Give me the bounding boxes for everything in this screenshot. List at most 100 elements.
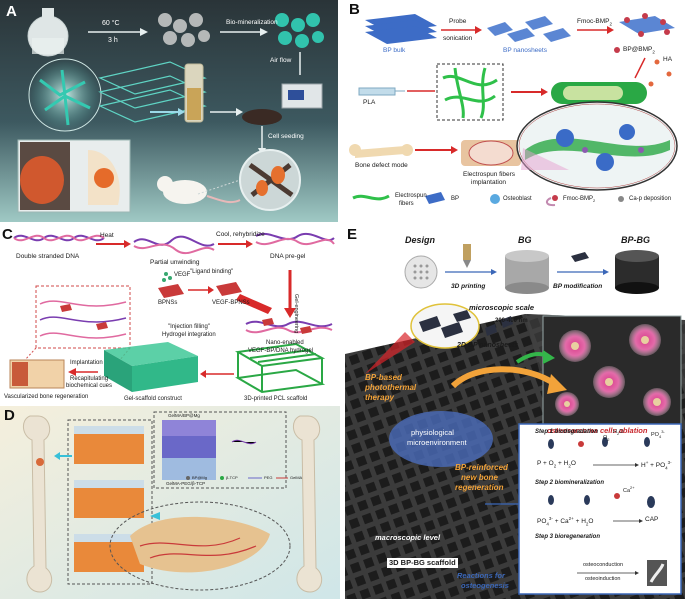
eq1-r2: + PO [648,462,666,470]
eq1-c: O [570,460,576,467]
panel-d: D GelMA/BP@Mg GelMA-PEG/β-TCP BP@Mg β-TC… [0,406,340,599]
recap-label-2: biochemical cues [66,383,113,389]
sonication-label: sonication [443,35,473,42]
gel-scaffold-label: Gel-scaffold construct [124,396,182,402]
legend-bpmg: BP@Mg [192,475,207,480]
reactions-label-1: Reactions for [457,571,505,580]
photothermal-label-1: BP-based [365,373,402,382]
legend-fmoc-sub: 2 [593,198,596,204]
panel-c: C Heat Cool, rehybridize Double stranded… [0,224,340,404]
h2o-text: H [613,429,617,435]
legend-fmoc-text: Fmoc-BMP [563,196,593,202]
recap-label: Recapitulating [70,376,109,382]
bpmod-label: BP modification [553,283,603,290]
nanosheets-label: 2D BP nanosheets [457,342,519,349]
nano-hydrogel-label: VEGF-BP/DNA hydrogel [248,348,314,354]
eq1-s2: 2 [568,463,571,469]
eq1-rs: 4 [665,465,668,471]
eq2-left: PO43- + Ca2+ + H2O [537,516,594,527]
pcl-scaffold-label: 3D-printed PCL scaffold [244,396,308,402]
step3-label: Step 3 bioregeneration [535,534,601,540]
size-label: 200-400 nm [495,318,528,324]
o2-label: O2 [603,435,610,443]
eq1-s1: 2 [553,463,557,469]
temp-label: 60 °C [102,20,120,27]
eq1-left: P + O2 + H2O [537,460,576,469]
bp-bmp-label: BP@BMP2 [623,46,655,55]
bg-label: BG [518,235,532,245]
legend-bp: BP [451,196,460,202]
pla-label: PLA [363,99,376,106]
cell-seeding-label: Cell seeding [268,133,304,140]
photothermal-label-2: photothermal [365,383,417,392]
bpnss-label: BPNSs [158,300,178,306]
legend-tcp: β-TCP [226,475,238,480]
po4-text: PO [651,431,659,438]
ha-label: HA [663,56,673,63]
eq2-a: PO [537,518,547,526]
panel-c-label: C [2,226,13,243]
osteoinduction-label: osteoinduction [585,576,621,582]
eq1-rc: + [645,460,649,465]
panel-b-label: B [349,1,360,18]
panel-b: B BP bulk Probe sonication BP nanosheets… [345,0,685,222]
physio-label-1: physiological [411,428,454,437]
time-label: 3 h [108,37,118,44]
po4-sup: 3- [661,429,665,434]
eq2-s: 4 [546,521,549,527]
gel-engineering-label: Gel-engineering [293,294,299,334]
legend-osteoblast: Osteoblast [503,196,532,202]
legend-peg: PEG [264,475,273,480]
panel-d-artwork [0,406,340,599]
h2o-label: H2O [613,429,624,436]
h2o-text-2: O [619,429,624,435]
eq2-c2: 2+ [568,516,574,521]
ablation-label: osteosarcoma cells ablation [545,426,650,435]
biomineralization-label: Bio-mineralization [226,19,278,26]
unwinding-label: Partial unwinding [150,259,200,266]
design-label: Design [405,235,436,245]
eq2-b: + Ca [552,518,569,526]
panel-e: E Design BG BP-BG 3D printing BP modific… [345,224,685,599]
bone-defect-label: Bone defect mode [355,162,408,169]
heat-label: Heat [100,232,114,239]
physio-label-2: microenvironment [407,438,467,447]
bp-bmp-sub: 2 [652,49,655,55]
fmoc-bmp-sub: 2 [609,21,613,27]
o2-text: O [603,435,608,441]
reinforced-label-2: new bone [461,473,498,482]
osteoconduction-label: osteoconduction [583,562,624,568]
eq2-e: O [588,518,594,526]
bp-bmp-text: BP@BMP [623,46,653,53]
legend-fmoc: Fmoc-BMP2 [563,196,595,203]
step1-label: Step 1 biodegradation [535,429,599,435]
bp-nanosheets-label: BP nanosheets [503,47,547,54]
panel-b-artwork [349,13,678,207]
hydrogel-integration-label: Hydrogel integration [162,332,216,338]
gelma-bp-label: GelMA/BP@Mg [168,413,200,418]
cool-label: Cool, rehybridize [216,231,265,238]
bpbg-label: BP-BG [621,235,650,245]
fmoc-bmp-label: Fmoc-BMP2 [577,18,613,27]
reinforced-label-1: BP-reinforced [455,463,508,472]
cap-label: CAP [645,516,659,523]
ca-text: Ca [623,487,631,494]
vascularized-label: Vascularized bone regeneration [4,394,89,400]
eq1-rc2: 3- [667,460,672,465]
printing-label: 3D printing [451,283,486,290]
o2-sub: 2 [607,437,610,443]
injection-label: "Injection filling" [168,324,210,330]
panel-d-label: D [4,407,15,424]
panel-c-artwork [9,233,335,394]
panel-a-label: A [6,3,17,20]
bp-bulk-label: BP bulk [383,47,406,54]
reinforced-label-3: regeneration [455,483,504,492]
ligand-label: "Ligand binding" [190,269,234,275]
panel-e-artwork [345,244,685,599]
macro-label: macroscopic level [375,533,441,542]
step2-label: Step 2 biomineralization [535,480,605,486]
legend-gelma: GelMA [290,475,303,480]
pregel-label: DNA pre-gel [270,253,306,260]
eq2-d: + H [573,518,586,526]
implantation-label: Implantation [70,360,103,366]
